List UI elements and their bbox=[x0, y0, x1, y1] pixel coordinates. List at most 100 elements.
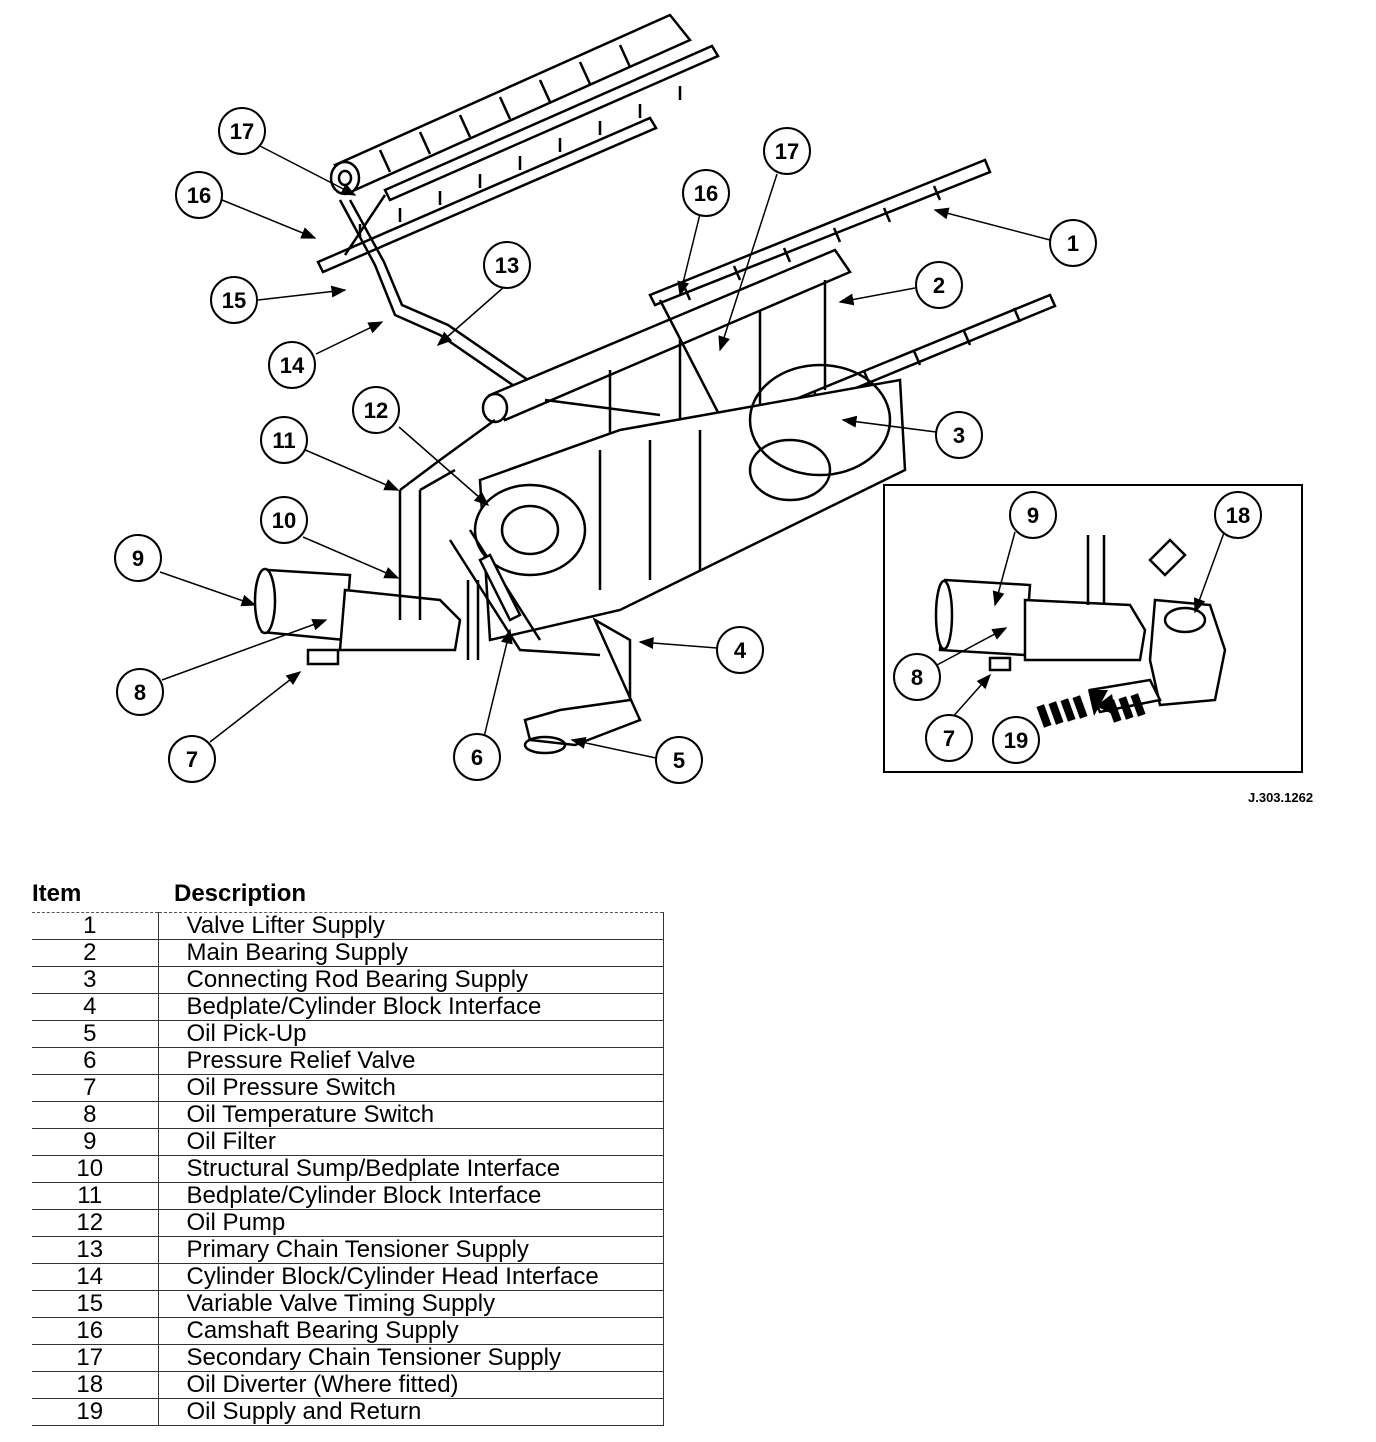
camshaft bbox=[329, 13, 692, 196]
legend-item-description: Structural Sump/Bedplate Interface bbox=[158, 1155, 664, 1183]
left-feed-line bbox=[338, 194, 529, 421]
legend-item-description: Secondary Chain Tensioner Supply bbox=[158, 1344, 664, 1372]
legend-item-number: 9 bbox=[32, 1128, 159, 1156]
callout-1: 1 bbox=[1049, 219, 1097, 267]
svg-text:11: 11 bbox=[272, 428, 295, 453]
callout-4: 4 bbox=[716, 626, 764, 674]
svg-text:16: 16 bbox=[694, 181, 718, 206]
legend-item-number: 12 bbox=[32, 1209, 159, 1237]
svg-text:13: 13 bbox=[495, 253, 519, 278]
svg-text:9: 9 bbox=[1027, 503, 1039, 528]
callout-5: 5 bbox=[655, 736, 703, 784]
legend-item-number: 8 bbox=[32, 1101, 159, 1129]
legend-item-description: Camshaft Bearing Supply bbox=[158, 1317, 664, 1345]
callouts-main: 1 2 3 4 5 6 7 8 9 10 11 12 13 14 15 16 1… bbox=[114, 107, 1097, 784]
svg-text:8: 8 bbox=[911, 665, 923, 690]
callout-3: 3 bbox=[935, 411, 983, 459]
legend-item-number: 7 bbox=[32, 1074, 159, 1102]
oil-filter-assembly bbox=[253, 418, 496, 666]
legend-item-description: Oil Pressure Switch bbox=[158, 1074, 664, 1102]
callout-8: 8 bbox=[116, 668, 164, 716]
legend-item-description: Oil Diverter (Where fitted) bbox=[158, 1371, 664, 1399]
callout-6: 6 bbox=[453, 733, 501, 781]
callout-13: 13 bbox=[483, 241, 531, 289]
inset-callout-18: 18 bbox=[1214, 491, 1262, 539]
legend-item-number: 1 bbox=[32, 912, 159, 940]
svg-text:10: 10 bbox=[272, 508, 296, 533]
legend-item-description: Oil Temperature Switch bbox=[158, 1101, 664, 1129]
callout-17-left: 17 bbox=[218, 107, 266, 155]
legend-item-number: 5 bbox=[32, 1020, 159, 1048]
callout-11: 11 bbox=[260, 416, 308, 464]
pump-and-pickup bbox=[448, 529, 642, 755]
legend-item-description: Connecting Rod Bearing Supply bbox=[158, 966, 664, 994]
svg-text:14: 14 bbox=[280, 353, 305, 378]
svg-text:8: 8 bbox=[134, 680, 146, 705]
svg-text:17: 17 bbox=[775, 139, 799, 164]
legend-item-description: Pressure Relief Valve bbox=[158, 1047, 664, 1075]
legend-item-description: Variable Valve Timing Supply bbox=[158, 1290, 664, 1318]
callout-10: 10 bbox=[260, 496, 308, 544]
callout-12: 12 bbox=[352, 386, 400, 434]
inset-callout-8: 8 bbox=[893, 653, 941, 701]
legend-item-number: 14 bbox=[32, 1263, 159, 1291]
legend-item-number: 3 bbox=[32, 966, 159, 994]
callout-16-right: 16 bbox=[682, 169, 730, 217]
legend-item-description: Valve Lifter Supply bbox=[158, 912, 664, 940]
svg-text:2: 2 bbox=[933, 273, 945, 298]
legend-item-number: 4 bbox=[32, 993, 159, 1021]
callout-16-left: 16 bbox=[175, 171, 223, 219]
inset-callout-9: 9 bbox=[1009, 491, 1057, 539]
callout-14: 14 bbox=[268, 341, 316, 389]
svg-text:12: 12 bbox=[364, 398, 388, 423]
crankshaft bbox=[473, 363, 907, 642]
leader-lines bbox=[159, 145, 1226, 759]
legend-item-number: 15 bbox=[32, 1290, 159, 1318]
legend-item-description: Oil Supply and Return bbox=[158, 1398, 664, 1426]
legend-item-number: 19 bbox=[32, 1398, 159, 1426]
svg-text:1: 1 bbox=[1067, 231, 1079, 256]
legend-item-number: 18 bbox=[32, 1371, 159, 1399]
svg-text:9: 9 bbox=[132, 546, 144, 571]
legend-item-description: Bedplate/Cylinder Block Interface bbox=[158, 993, 664, 1021]
legend-item-number: 11 bbox=[32, 1182, 159, 1210]
legend-item-description: Primary Chain Tensioner Supply bbox=[158, 1236, 664, 1264]
callout-9: 9 bbox=[114, 534, 162, 582]
svg-text:16: 16 bbox=[187, 183, 211, 208]
legend-item-number: 13 bbox=[32, 1236, 159, 1264]
left-bank-galleries bbox=[316, 44, 720, 274]
callouts-inset: 9 18 8 7 19 bbox=[893, 491, 1262, 764]
svg-text:18: 18 bbox=[1226, 503, 1250, 528]
callout-2: 2 bbox=[915, 261, 963, 309]
svg-text:5: 5 bbox=[673, 748, 685, 773]
oil-system-diagram: 1 2 3 4 5 6 7 8 9 10 11 12 13 14 15 16 1… bbox=[114, 13, 1303, 784]
svg-text:7: 7 bbox=[186, 747, 198, 772]
figure-code: J.303.1262 bbox=[1248, 790, 1314, 805]
svg-text:6: 6 bbox=[471, 745, 483, 770]
flow-arrows bbox=[1036, 690, 1146, 728]
legend-item-description: Cylinder Block/Cylinder Head Interface bbox=[158, 1263, 664, 1291]
legend-item-number: 10 bbox=[32, 1155, 159, 1183]
legend-item-number: 2 bbox=[32, 939, 159, 967]
legend-item-description: Oil Pump bbox=[158, 1209, 664, 1237]
legend-item-number: 17 bbox=[32, 1344, 159, 1372]
svg-text:17: 17 bbox=[230, 119, 254, 144]
legend-item-description: Main Bearing Supply bbox=[158, 939, 664, 967]
svg-text:15: 15 bbox=[222, 288, 246, 313]
